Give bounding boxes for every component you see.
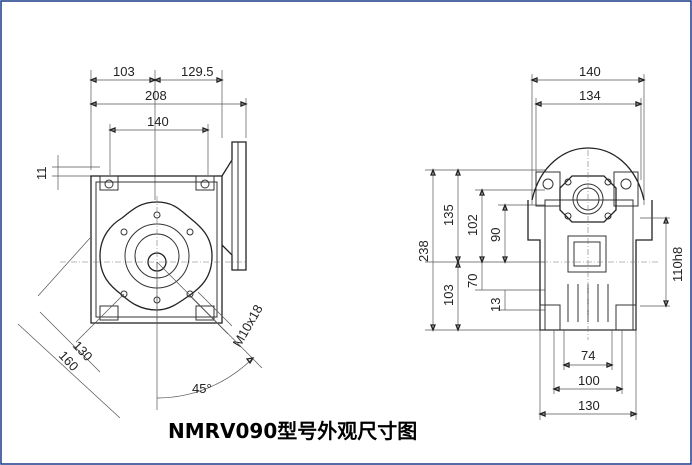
- dim-right-100: 100: [578, 373, 600, 388]
- dim-right-110h8: 110h8: [670, 247, 685, 282]
- dim-right-70: 70: [465, 274, 480, 288]
- dim-left-140: 140: [147, 114, 169, 129]
- dim-right-90: 90: [488, 228, 503, 242]
- dim-left-thread: M10x18: [230, 302, 266, 350]
- dim-left-angle: 45°: [192, 381, 212, 396]
- dim-right-102: 102: [465, 214, 480, 236]
- dim-right-135: 135: [441, 204, 456, 226]
- dim-right-103: 103: [441, 284, 456, 306]
- dim-right-74: 74: [581, 348, 595, 363]
- dim-left-103: 103: [113, 64, 135, 79]
- dim-right-130: 130: [578, 398, 600, 413]
- left-view: 103 129.5 208 140 11: [17, 64, 266, 419]
- right-view: 140 134 238 135 103 102 90 70 13: [416, 64, 685, 420]
- dim-right-238: 238: [416, 240, 431, 262]
- dim-left-11: 11: [34, 167, 49, 181]
- dim-right-140: 140: [579, 64, 601, 79]
- dim-right-134: 134: [579, 88, 601, 103]
- dim-left-208: 208: [145, 88, 167, 103]
- drawing-caption: NMRV090型号外观尺寸图: [168, 419, 417, 443]
- dim-left-129-5: 129.5: [181, 64, 214, 79]
- dim-right-13: 13: [488, 298, 503, 312]
